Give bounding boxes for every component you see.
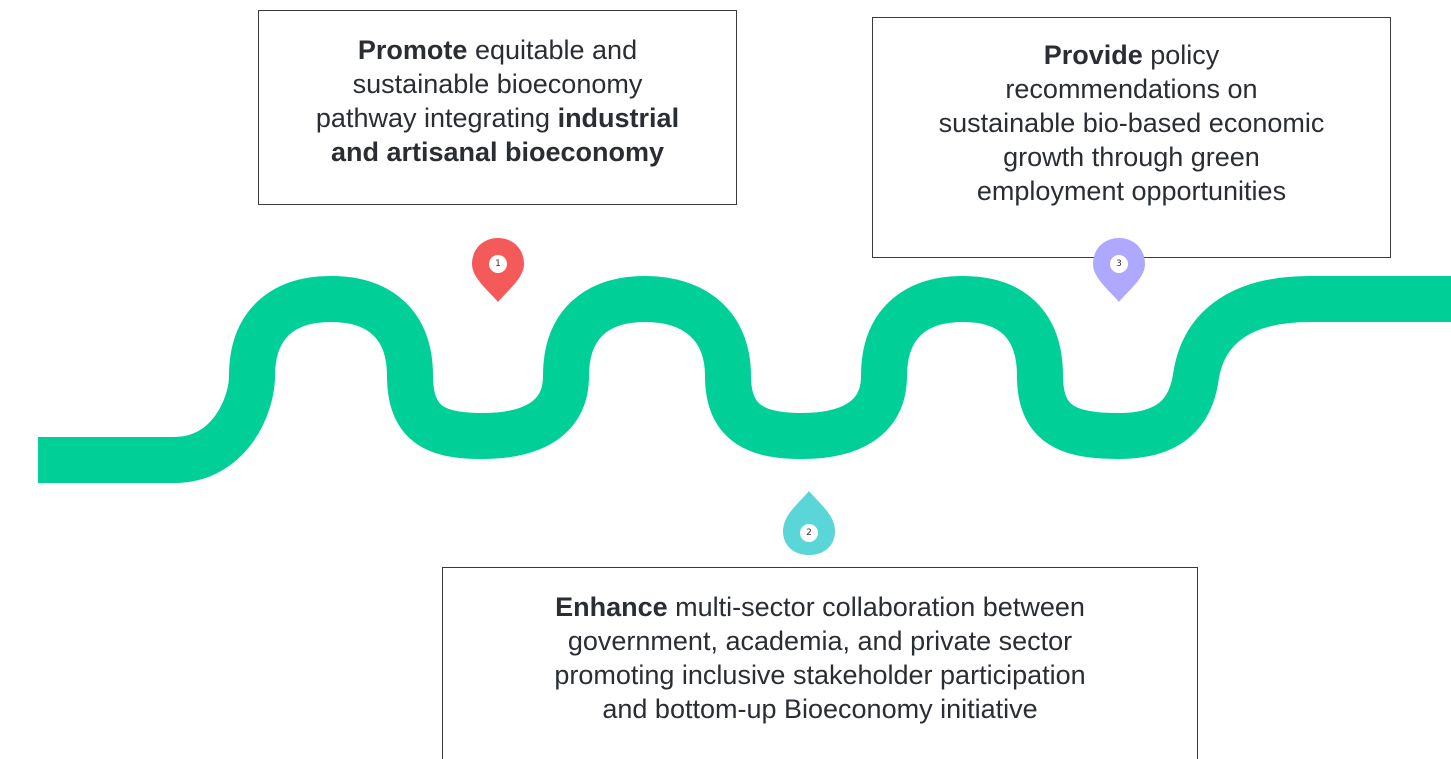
step-2-keyword: Enhance bbox=[555, 592, 668, 622]
step-3-line-2: recommendations on bbox=[1005, 74, 1258, 104]
pin-3-number: 3 bbox=[1116, 259, 1122, 269]
step-2-line-2: government, academia, and private sector bbox=[567, 626, 1073, 656]
step-3-line-3: sustainable bio-based economic bbox=[938, 108, 1325, 138]
step-1-line-1-text: equitable and bbox=[467, 35, 638, 65]
pin-1-center bbox=[489, 255, 507, 273]
step-3-line-1-text: policy bbox=[1142, 40, 1220, 70]
step-3-line-4: growth through green bbox=[1003, 142, 1260, 172]
pin-1-number: 1 bbox=[495, 259, 501, 269]
step-2-line-4: and bottom-up Bioeconomy initiative bbox=[602, 694, 1038, 724]
step-1-line-4: and artisanal bioeconomy bbox=[259, 135, 736, 169]
step-3-keyword: Provide bbox=[1043, 40, 1143, 70]
map-pin-icon: 1 bbox=[472, 238, 524, 308]
step-1-line-3-bold: industrial bbox=[557, 103, 680, 133]
step-1-line-3-text: pathway integrating bbox=[315, 103, 558, 133]
step-2-line-1-text: multi-sector collaboration between bbox=[667, 592, 1085, 622]
step-3-line-1: Provide policy bbox=[873, 38, 1390, 72]
map-pin-icon: 2 bbox=[783, 491, 835, 561]
pin-2-shape bbox=[783, 491, 835, 555]
step-3-line-5: employment opportunities bbox=[976, 176, 1287, 206]
pin-2-number: 2 bbox=[806, 528, 812, 538]
step-1-line-3: pathway integrating industrial bbox=[259, 101, 736, 135]
road-path bbox=[38, 276, 1451, 483]
step-2-line-1: Enhance multi-sector collaboration betwe… bbox=[443, 590, 1197, 624]
pin-3-center bbox=[1110, 255, 1128, 273]
step-2-box: Enhance multi-sector collaboration betwe… bbox=[442, 567, 1198, 759]
step-1-keyword: Promote bbox=[357, 35, 468, 65]
step-1-box: Promote equitable and sustainable bioeco… bbox=[258, 10, 737, 205]
pin-2-center bbox=[800, 524, 818, 542]
step-2-line-3: promoting inclusive stakeholder particip… bbox=[554, 660, 1086, 690]
map-pin-icon: 3 bbox=[1093, 238, 1145, 308]
step-1-line-2: sustainable bioeconomy bbox=[352, 69, 643, 99]
step-1-line-1: Promote equitable and bbox=[259, 33, 736, 67]
step-3-box: Provide policy recommendations on sustai… bbox=[872, 17, 1391, 258]
step-1-line-4-bold: and artisanal bioeconomy bbox=[330, 137, 665, 167]
